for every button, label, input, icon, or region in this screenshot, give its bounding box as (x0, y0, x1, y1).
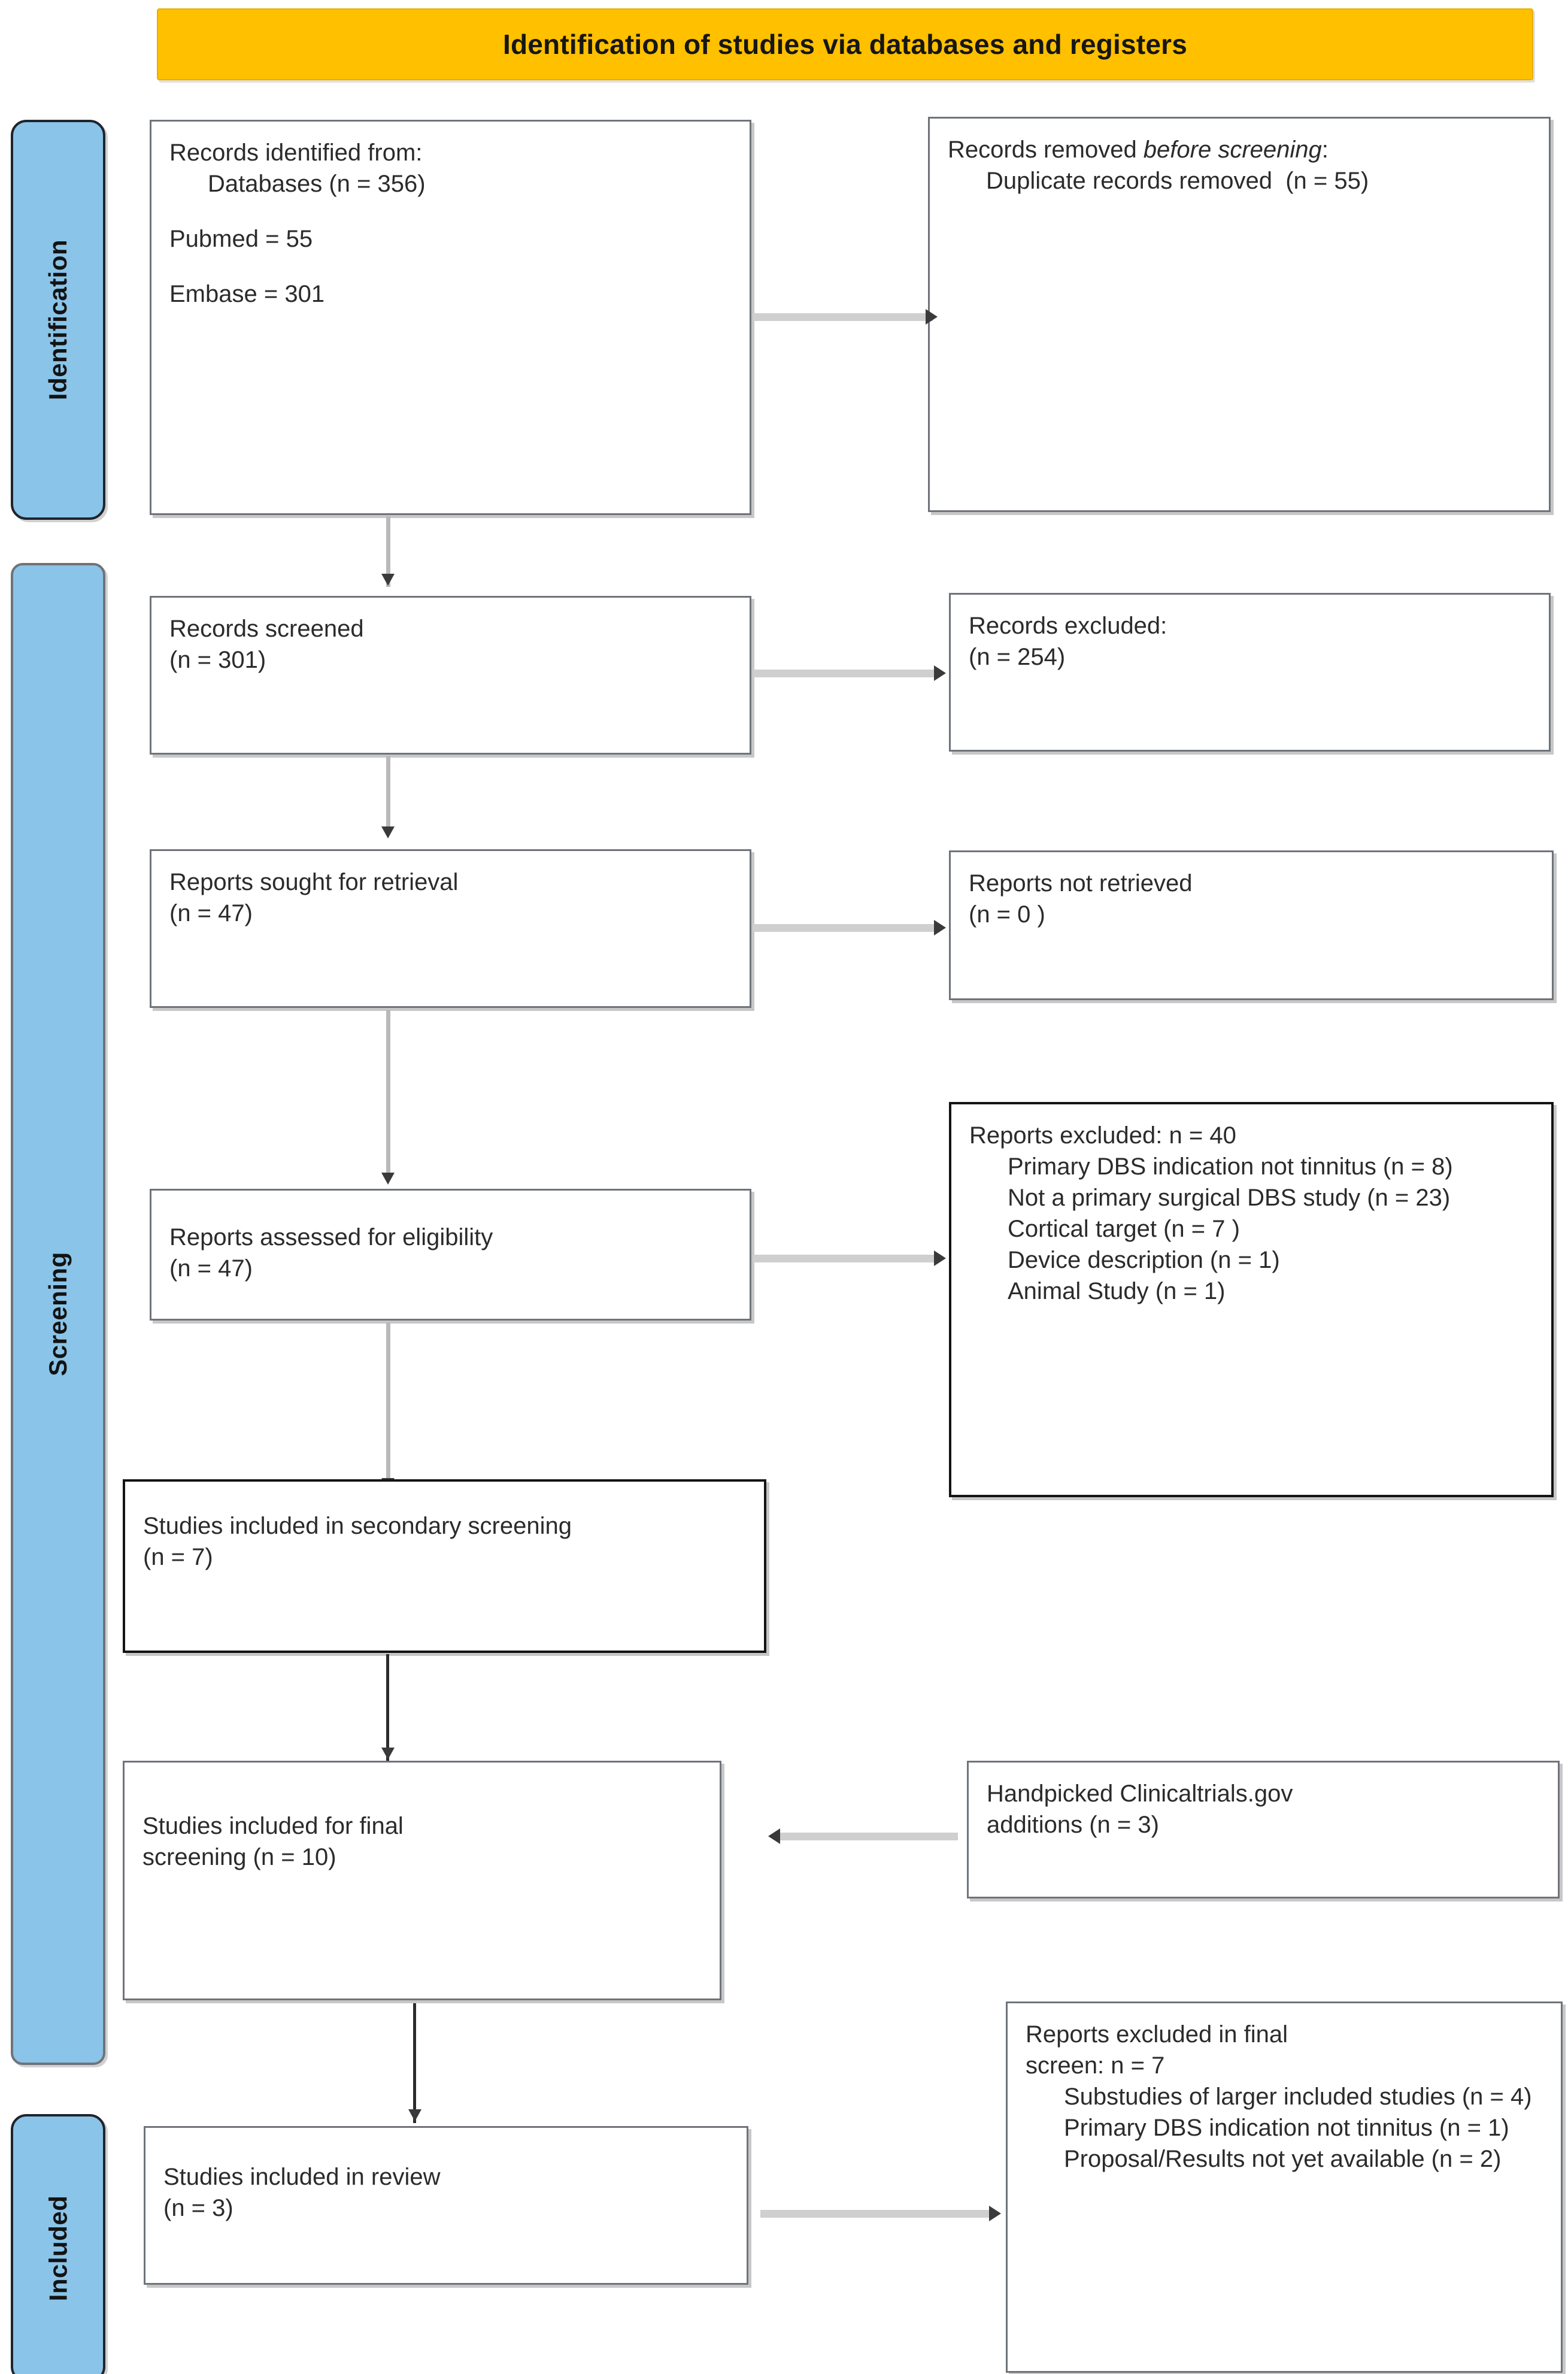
final-screening-heading: Studies included for final (142, 1813, 404, 1839)
arrowhead-identified-to-screened (381, 574, 395, 586)
reports-excluded-reason: Device description (n = 1) (1008, 1247, 1280, 1273)
connector-sought-to-eligibility (386, 1010, 390, 1177)
box-reports-excluded: Reports excluded: n = 40 Primary DBS ind… (949, 1102, 1554, 1497)
box-final-excluded: Reports excluded in final screen: n = 7 … (1006, 2001, 1563, 2373)
records-excluded-heading: Records excluded: (969, 613, 1167, 639)
secondary-screening-heading: Studies included in secondary screening (143, 1513, 572, 1539)
box-studies-included-in-review: Studies included in review (n = 3) (144, 2126, 748, 2285)
box-records-screened: Records screened (n = 301) (150, 596, 751, 755)
records-removed-heading-a: Records removed (948, 137, 1144, 163)
reports-excluded-reason: Not a primary surgical DBS study (n = 23… (1008, 1185, 1451, 1211)
arrowhead-sought-to-notretrieved (934, 920, 946, 935)
stage-label-identification-text: Identification (44, 239, 72, 401)
box-reports-not-retrieved: Reports not retrieved (n = 0 ) (949, 850, 1554, 1000)
arrowhead-screened-to-sought (381, 826, 395, 838)
records-identified-pubmed: Pubmed = 55 (169, 226, 313, 252)
reports-sought-count: (n = 47) (169, 900, 253, 926)
arrowhead-eligibility-to-reportsexcluded (934, 1250, 946, 1266)
final-screening-count: screening (n = 10) (142, 1844, 336, 1870)
final-excluded-heading: Reports excluded in final (1026, 2021, 1288, 2048)
connector-screened-to-excluded (753, 670, 939, 677)
arrowhead-screened-to-excluded (934, 665, 946, 681)
connector-final-to-included (413, 2003, 416, 2123)
records-screened-heading: Records screened (169, 616, 364, 642)
stage-label-included-text: Included (44, 2195, 72, 2302)
arrowhead-included-to-finalexcluded (989, 2206, 1001, 2221)
connector-eligibility-to-secondary (386, 1322, 390, 1484)
reports-not-retrieved-heading: Reports not retrieved (969, 870, 1193, 897)
included-review-heading: Studies included in review (163, 2164, 441, 2190)
records-removed-heading: Records removed before screening: (948, 134, 1531, 165)
reports-excluded-reason: Animal Study (n = 1) (1008, 1278, 1226, 1304)
connector-identified-to-screened (386, 516, 390, 587)
arrowhead-secondary-to-final (381, 1748, 395, 1760)
box-records-removed-before-screening: Records removed before screening: Duplic… (928, 117, 1551, 512)
reports-excluded-heading: Reports excluded: n = 40 (969, 1122, 1236, 1149)
arrowhead-sought-to-eligibility (381, 1173, 395, 1185)
reports-assessed-count: (n = 47) (169, 1255, 253, 1282)
connector-sought-to-notretrieved (753, 924, 939, 932)
records-removed-heading-b: : (1321, 137, 1329, 163)
box-final-screening: Studies included for final screening (n … (123, 1761, 721, 2000)
box-handpicked-additions: Handpicked Clinicaltrials.gov additions … (967, 1761, 1560, 1898)
reports-excluded-reason: Primary DBS indication not tinnitus (n =… (1008, 1153, 1453, 1180)
connector-identified-to-removed (753, 313, 933, 321)
records-excluded-count: (n = 254) (969, 644, 1066, 670)
reports-sought-heading: Reports sought for retrieval (169, 869, 459, 895)
connector-secondary-to-final (386, 1654, 389, 1762)
records-identified-embase: Embase = 301 (169, 281, 325, 307)
included-review-count: (n = 3) (163, 2195, 233, 2221)
connector-screened-to-sought (386, 756, 390, 828)
diagram-title: Identification of studies via databases … (502, 29, 1188, 60)
reports-assessed-heading: Reports assessed for eligibility (169, 1224, 493, 1250)
diagram-title-banner: Identification of studies via databases … (157, 8, 1533, 80)
stage-label-screening-text: Screening (44, 1252, 72, 1376)
records-removed-duplicates: Duplicate records removed (n = 55) (986, 168, 1369, 194)
connector-eligibility-to-reportsexcluded (753, 1255, 939, 1262)
box-records-excluded: Records excluded: (n = 254) (949, 593, 1551, 752)
records-screened-count: (n = 301) (169, 647, 266, 673)
connector-included-to-finalexcluded (760, 2210, 994, 2218)
stage-label-screening: Screening (11, 563, 105, 2065)
stage-label-identification: Identification (11, 120, 105, 520)
final-excluded-reason: Proposal/Results not yet available (n = … (1064, 2146, 1502, 2172)
handpicked-count: additions (n = 3) (987, 1812, 1159, 1838)
reports-excluded-reason: Cortical target (n = 7 ) (1008, 1216, 1240, 1242)
arrowhead-identified-to-removed (926, 309, 938, 325)
reports-not-retrieved-count: (n = 0 ) (969, 901, 1045, 928)
secondary-screening-count: (n = 7) (143, 1544, 213, 1570)
handpicked-heading: Handpicked Clinicaltrials.gov (987, 1780, 1293, 1807)
records-identified-databases: Databases (n = 356) (208, 171, 426, 197)
box-reports-assessed-eligibility: Reports assessed for eligibility (n = 47… (150, 1189, 751, 1321)
box-reports-sought: Reports sought for retrieval (n = 47) (150, 849, 751, 1008)
records-identified-heading: Records identified from: (169, 140, 423, 166)
box-secondary-screening: Studies included in secondary screening … (123, 1479, 766, 1653)
records-removed-heading-italic: before screening (1143, 137, 1322, 163)
connector-handpicked-to-final (778, 1833, 958, 1840)
final-excluded-heading2: screen: n = 7 (1026, 2052, 1165, 2079)
stage-label-included: Included (11, 2114, 105, 2374)
box-records-identified: Records identified from: Databases (n = … (150, 120, 751, 515)
arrowhead-final-to-included (408, 2109, 421, 2121)
final-excluded-reason: Primary DBS indication not tinnitus (n =… (1064, 2115, 1509, 2141)
arrowhead-handpicked-to-final (768, 1828, 780, 1844)
final-excluded-reason: Substudies of larger included studies (n… (1064, 2084, 1532, 2110)
